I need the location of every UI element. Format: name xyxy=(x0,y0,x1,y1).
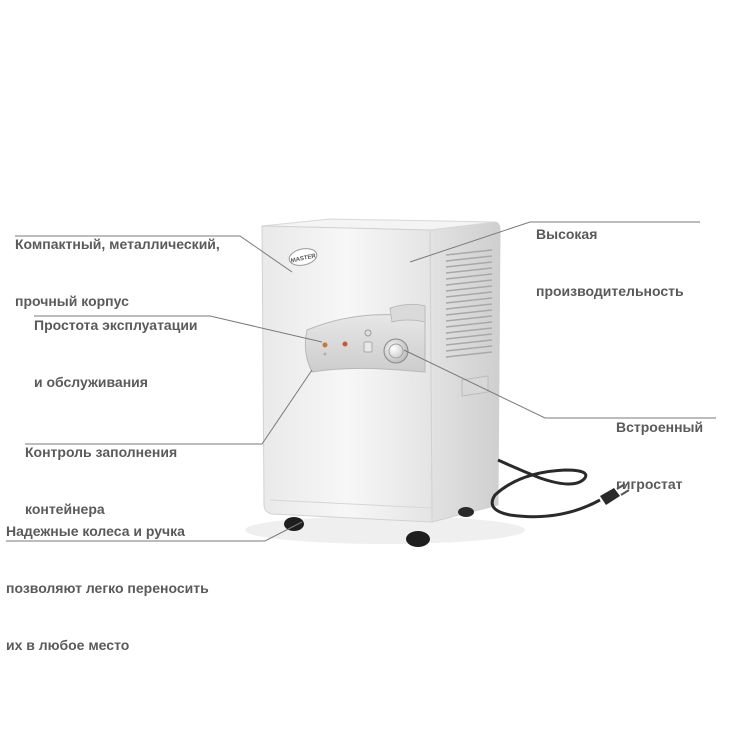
brand-logo: MASTER xyxy=(288,248,318,266)
callout-hygrostat: Встроенный гигростат xyxy=(616,380,703,532)
tank-seam xyxy=(269,499,433,509)
leader-performance xyxy=(409,221,700,263)
callout-wheels: Надежные колеса и ручка позволяют легко … xyxy=(6,484,209,693)
side-grille xyxy=(445,249,493,358)
power-switch xyxy=(363,341,373,353)
callout-hygrostat-line-1: Встроенный xyxy=(616,419,704,435)
leader-tank xyxy=(25,369,313,445)
indicator-led-2 xyxy=(342,341,348,347)
callout-tank: Контроль заполнения контейнера xyxy=(25,405,177,557)
callout-performance-line-1: Высокая xyxy=(536,226,598,242)
callout-service-line-2: и обслуживания xyxy=(34,374,148,390)
power-icon xyxy=(364,329,372,337)
callout-wheels-line-3: их в любое место xyxy=(6,637,130,653)
callout-hygrostat-line-2: гигростат xyxy=(616,476,683,492)
wheel-back-right xyxy=(458,507,474,517)
leader-wheels xyxy=(6,521,303,542)
indicator-dot xyxy=(323,352,327,356)
plug-pin-1 xyxy=(616,483,626,490)
callout-service: Простота эксплуатации и обслуживания xyxy=(34,278,198,430)
callout-service-line-1: Простота эксплуатации xyxy=(34,317,198,333)
callout-wheels-line-1: Надежные колеса и ручка xyxy=(6,523,185,539)
leader-hygrostat xyxy=(403,349,716,419)
callout-performance: Высокая производительность xyxy=(536,187,684,339)
side-handle xyxy=(461,375,489,397)
power-plug xyxy=(600,488,620,505)
callout-performance-line-2: производительность xyxy=(536,283,684,299)
wheel-front-left xyxy=(284,517,304,531)
callout-tank-line-1: Контроль заполнения xyxy=(25,444,178,460)
hygrostat-knob-inner xyxy=(388,343,404,359)
callout-body: Компактный, металлический, прочный корпу… xyxy=(15,197,220,349)
callout-body-line-2: прочный корпус xyxy=(15,293,129,309)
callout-body-line-1: Компактный, металлический, xyxy=(15,236,220,252)
callout-tank-line-2: контейнера xyxy=(25,501,105,517)
leader-body xyxy=(15,235,293,273)
front-face xyxy=(261,225,433,523)
callout-wheels-line-2: позволяют легко переносить xyxy=(6,580,209,596)
wheel-front-right xyxy=(406,531,430,547)
floor-shadow xyxy=(245,516,525,544)
plug-pin-2 xyxy=(620,489,630,496)
panel-top-lip xyxy=(389,303,426,323)
side-face xyxy=(429,221,501,523)
hygrostat-knob xyxy=(383,338,409,364)
indicator-led-1 xyxy=(322,342,328,348)
leader-service xyxy=(34,315,323,343)
brand-logo-text: MASTER xyxy=(290,253,317,264)
power-cord xyxy=(490,458,601,519)
